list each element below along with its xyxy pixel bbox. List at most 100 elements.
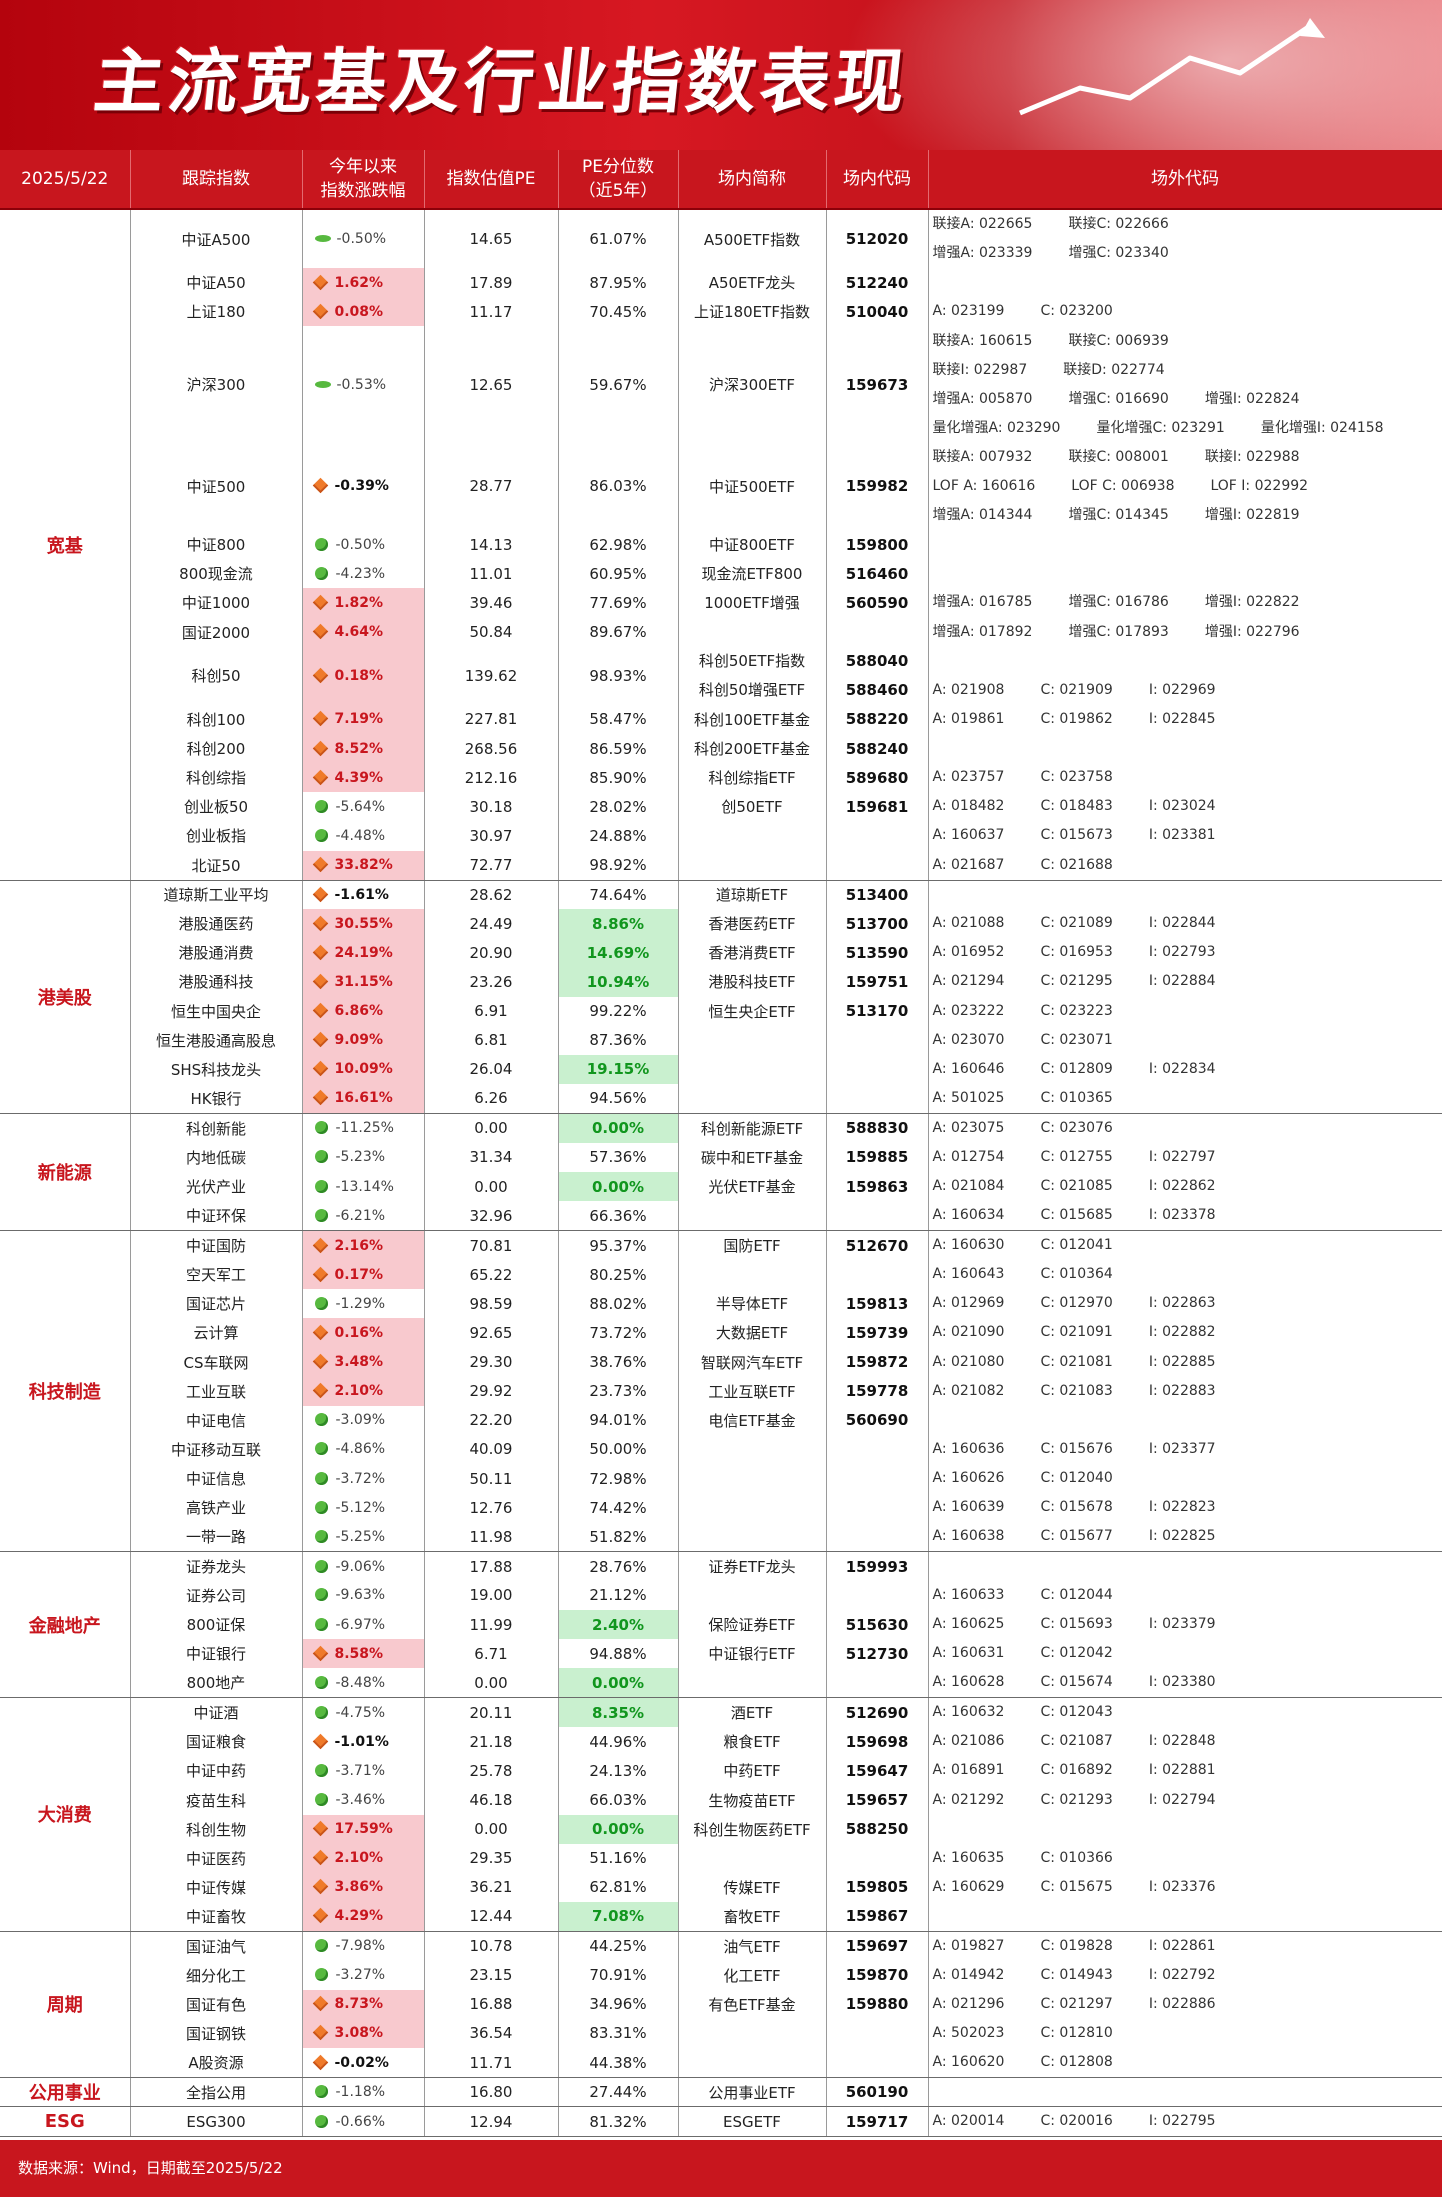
pe-percentile: 8.86%	[558, 909, 679, 939]
ytd-change: 33.82%	[302, 850, 425, 881]
otc-code: C: 021087	[1040, 1733, 1113, 1750]
down-circle-icon	[314, 1208, 328, 1222]
otc-code: C: 023200	[1040, 303, 1113, 320]
ytd-change: -7.98%	[302, 1931, 425, 1961]
ytd-change-value: -6.97%	[335, 1616, 386, 1633]
etf-name: 酒ETF	[678, 1697, 827, 1728]
otc-code: A: 160639	[932, 1499, 1005, 1516]
index-name: 科创50	[130, 646, 303, 705]
etf-name: 中药ETF	[678, 1756, 827, 1786]
down-circle-icon	[314, 1296, 328, 1310]
pe-value: 17.89	[424, 268, 559, 298]
etf-name: 道琼斯ETF	[678, 880, 827, 910]
down-circle-icon	[314, 1529, 328, 1543]
ytd-change: 3.08%	[302, 2018, 425, 2049]
otc-code: A: 160631	[932, 1645, 1005, 1662]
otc-code: A: 014942	[932, 1966, 1005, 1983]
etf-name: 有色ETF基金	[678, 1989, 827, 2019]
otc-code: A: 021292	[932, 1791, 1005, 1808]
ytd-change: 4.39%	[302, 763, 425, 793]
otc-code: C: 021909	[1040, 681, 1113, 698]
down-circle-icon	[314, 1442, 328, 1456]
trend-arrow-icon	[1019, 18, 1325, 116]
pe-value: 20.90	[424, 938, 559, 968]
pe-value: 16.80	[424, 2077, 559, 2108]
otc-code: 增强C: 016786	[1068, 594, 1169, 611]
pe-percentile: 66.36%	[558, 1201, 679, 1232]
ytd-change: -6.97%	[302, 1610, 425, 1640]
pe-percentile: 94.01%	[558, 1405, 679, 1435]
pe-percentile: 44.25%	[558, 1931, 679, 1961]
pe-percentile: 8.35%	[558, 1697, 679, 1728]
otc-code: 量化增强A: 023290	[932, 419, 1061, 436]
header-pe: 指数估值PE	[424, 150, 559, 210]
pe-value: 0.00	[424, 1113, 559, 1143]
down-circle-icon	[314, 1763, 328, 1777]
otc-code: I: 022883	[1148, 1382, 1216, 1399]
pe-value: 11.98	[424, 1522, 559, 1553]
ytd-change-value: -3.71%	[335, 1762, 386, 1779]
etf-name: 科创200ETF基金	[678, 734, 827, 764]
ytd-change-value: -5.25%	[335, 1528, 386, 1545]
up-diamond-icon	[312, 594, 328, 611]
category-label: 港美股	[0, 880, 131, 1114]
otc-code: C: 023223	[1040, 1002, 1113, 1019]
etf-name: 工业互联ETF	[678, 1376, 827, 1406]
otc-code: A: 160646	[932, 1060, 1005, 1077]
etf-code	[826, 1843, 929, 1873]
index-name: 国证芯片	[130, 1289, 303, 1319]
ytd-change: 4.64%	[302, 617, 425, 647]
pe-value: 10.78	[424, 1931, 559, 1961]
ytd-change-value: 17.59%	[334, 1821, 393, 1838]
pe-percentile: 77.69%	[558, 588, 679, 618]
etf-code: 513170	[826, 996, 929, 1026]
ytd-change-value: 4.64%	[334, 624, 384, 641]
down-circle-icon	[314, 1471, 328, 1485]
ytd-change: -4.75%	[302, 1697, 425, 1728]
pe-value: 29.92	[424, 1376, 559, 1406]
ytd-change: 0.08%	[302, 297, 425, 327]
otc-code: I: 022881	[1148, 1762, 1216, 1779]
etf-code: 510040	[826, 297, 929, 327]
index-name: 高铁产业	[130, 1493, 303, 1523]
etf-name: 半导体ETF	[678, 1289, 827, 1319]
pe-value: 36.21	[424, 1872, 559, 1903]
ytd-change-value: -3.46%	[335, 1792, 386, 1809]
etf-code	[826, 1201, 929, 1232]
index-name: 全指公用	[130, 2077, 303, 2108]
otc-code: A: 021296	[932, 1995, 1005, 2012]
pe-value: 22.20	[424, 1405, 559, 1435]
etf-name: 恒生央企ETF	[678, 996, 827, 1026]
pe-percentile: 24.88%	[558, 821, 679, 851]
pe-percentile: 81.32%	[558, 2106, 679, 2138]
otc-code: I: 022882	[1148, 1324, 1216, 1341]
otc-code: A: 160632	[932, 1704, 1005, 1721]
etf-name: 保险证券ETF	[678, 1610, 827, 1640]
ytd-change: -5.64%	[302, 792, 425, 822]
otc-code: A: 021088	[932, 915, 1005, 932]
ytd-change: 0.18%	[302, 646, 425, 705]
otc-code: I: 022969	[1148, 681, 1216, 698]
ytd-change-value: 0.17%	[334, 1266, 384, 1283]
etf-code	[826, 1434, 929, 1465]
